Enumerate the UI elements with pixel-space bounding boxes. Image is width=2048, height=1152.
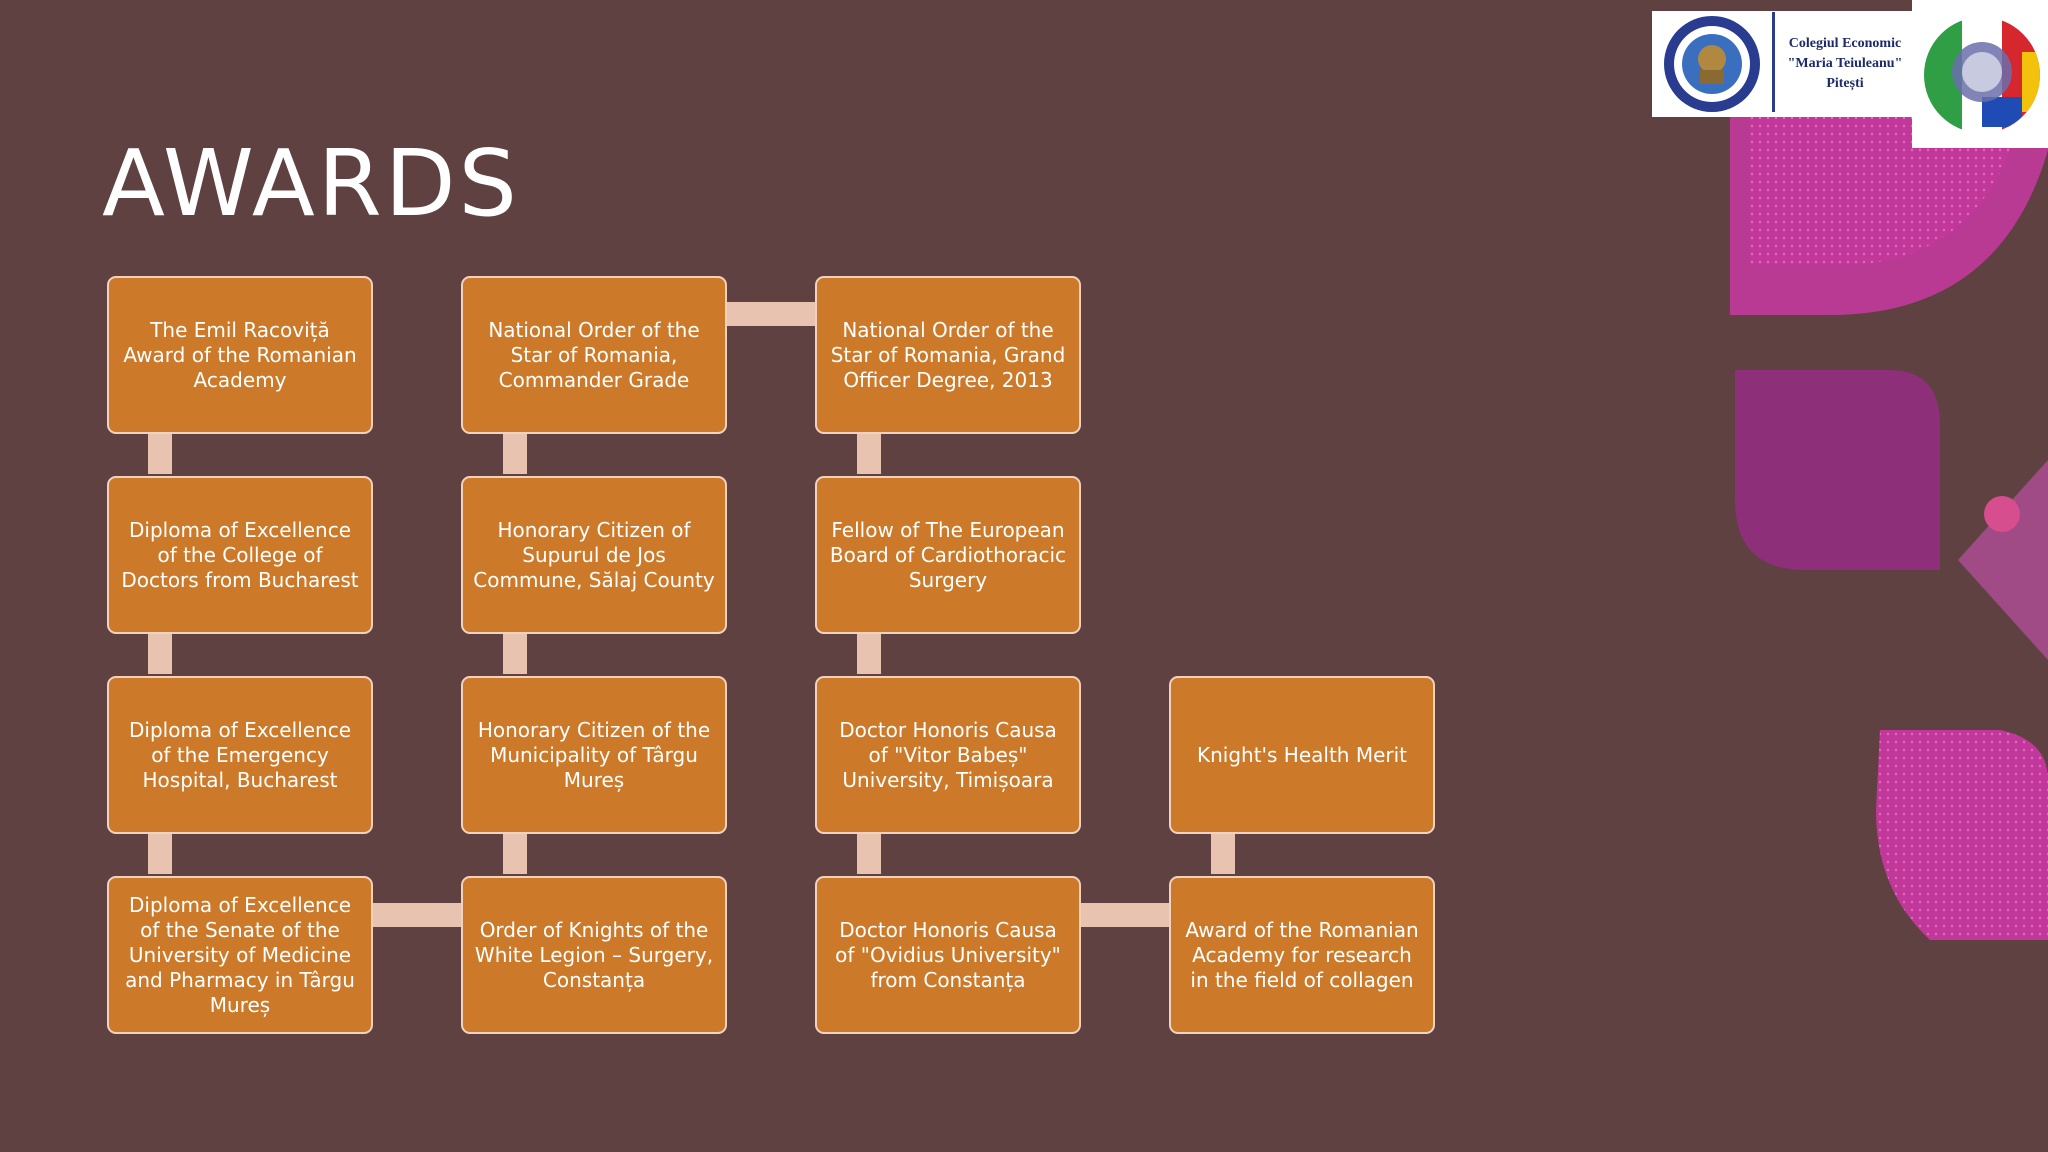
award-text: Honorary Citizen of the Municipality of … <box>477 717 711 792</box>
connector <box>1211 834 1235 874</box>
school-seal-icon <box>1664 16 1760 112</box>
award-box-honorary-citizen-targu-mures: Honorary Citizen of the Municipality of … <box>461 676 727 834</box>
connector <box>1080 903 1170 927</box>
award-box-honoris-timisoara: Doctor Honoris Causa of "Vitor Babeș" Un… <box>815 676 1081 834</box>
connector <box>148 634 172 674</box>
award-text: Diploma of Excellence of the Emergency H… <box>129 717 351 792</box>
award-box-white-legion: Order of Knights of the White Legion – S… <box>461 876 727 1034</box>
logo-divider <box>1772 12 1775 112</box>
award-text: Order of Knights of the White Legion – S… <box>474 917 714 992</box>
dotted-bottom-leaf <box>1876 730 2048 940</box>
connector <box>148 834 172 874</box>
connector <box>503 834 527 874</box>
award-text: Honorary Citizen of Supurul de Jos Commu… <box>473 517 715 592</box>
school-name: Colegiul Economic "Maria Teiuleanu" Pite… <box>1780 34 1910 94</box>
school-name-line2: "Maria Teiuleanu" <box>1787 56 1903 71</box>
award-box-racovita: The Emil Racoviță Award of the Romanian … <box>107 276 373 434</box>
award-box-european-board: Fellow of The European Board of Cardioth… <box>815 476 1081 634</box>
award-box-honoris-constanta: Doctor Honoris Causa of "Ovidius Univers… <box>815 876 1081 1034</box>
award-text: Knight's Health Merit <box>1196 742 1408 767</box>
award-text: Award of the Romanian Academy for resear… <box>1185 917 1419 992</box>
award-box-collagen-research: Award of the Romanian Academy for resear… <box>1169 876 1435 1034</box>
award-box-college-doctors: Diploma of Excellence of the College of … <box>107 476 373 634</box>
award-box-emergency-hospital: Diploma of Excellence of the Emergency H… <box>107 676 373 834</box>
school-name-line1: Colegiul Economic <box>1788 36 1902 51</box>
award-text: Diploma of Excellence of the College of … <box>121 517 359 592</box>
connector <box>503 634 527 674</box>
pink-diamond-shape <box>1958 460 2048 660</box>
award-box-university-senate: Diploma of Excellence of the Senate of t… <box>107 876 373 1034</box>
slide-title: AWARDS <box>102 130 520 237</box>
connector <box>857 834 881 874</box>
award-box-star-commander: National Order of the Star of Romania, C… <box>461 276 727 434</box>
decorative-shapes <box>1730 90 2048 940</box>
award-text: Doctor Honoris Causa of "Vitor Babeș" Un… <box>839 717 1057 792</box>
connector <box>148 434 172 474</box>
connector <box>503 434 527 474</box>
award-text: Doctor Honoris Causa of "Ovidius Univers… <box>835 917 1061 992</box>
award-box-honorary-citizen-supurul: Honorary Citizen of Supurul de Jos Commu… <box>461 476 727 634</box>
connector <box>857 434 881 474</box>
school-name-line3: Pitești <box>1826 76 1864 91</box>
purple-leaf-shape <box>1735 370 1940 570</box>
award-box-star-grand-officer: National Order of the Star of Romania, G… <box>815 276 1081 434</box>
pink-dot <box>1984 496 2020 532</box>
award-text: Fellow of The European Board of Cardioth… <box>829 517 1067 592</box>
connector <box>726 302 816 326</box>
award-box-knights-health-merit: Knight's Health Merit <box>1169 676 1435 834</box>
award-text: National Order of the Star of Romania, G… <box>830 317 1066 392</box>
connector <box>857 634 881 674</box>
connector <box>372 903 462 927</box>
award-text: The Emil Racoviță Award of the Romanian … <box>123 317 357 392</box>
award-text: Diploma of Excellence of the Senate of t… <box>125 892 355 1017</box>
award-text: National Order of the Star of Romania, C… <box>488 317 700 392</box>
flag-logo-icon <box>1924 17 2040 133</box>
